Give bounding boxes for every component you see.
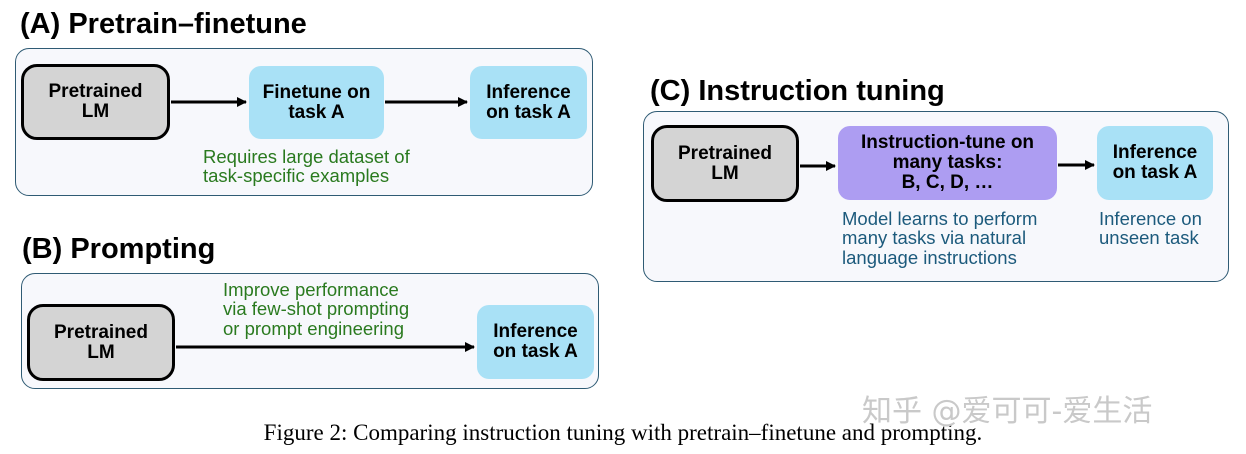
section-a-note: Requires large dataset of task-specific … [203,146,410,187]
section-c-title: (C) Instruction tuning [650,75,945,107]
watermark-text: 知乎 @爱可可-爱生活 [862,394,1153,429]
section-b-note: Improve performance via few-shot prompti… [223,279,410,339]
section-a-finetune-box: Finetune on task A [249,66,384,139]
figure-caption: Figure 2: Comparing instruction tuning w… [263,420,983,445]
section-b-title: (B) Prompting [22,233,216,265]
section-c-inference-box: Inference on task A [1097,126,1213,200]
section-a-pretrained-box: Pretrained LM [21,64,170,140]
section-b-pretrained-box: Pretrained LM [27,304,175,381]
section-b-inference-box: Inference on task A [477,305,594,379]
section-c-pretrained-box: Pretrained LM [651,125,799,202]
section-c-instruction-box: Instruction-tune on many tasks: B, C, D,… [838,126,1057,200]
section-a-inference-box: Inference on task A [470,66,587,139]
section-a-title: (A) Pretrain–finetune [20,8,307,40]
section-c-note-left: Model learns to perform many tasks via n… [842,208,1038,268]
section-c-note-right: Inference on unseen task [1099,208,1202,249]
